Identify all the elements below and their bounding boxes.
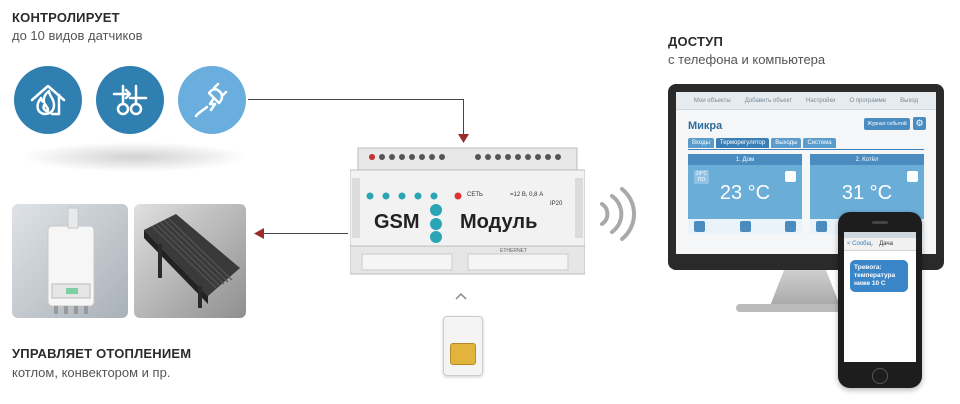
zone-mini-badge: 24°C ПО bbox=[694, 170, 710, 184]
phone-header: < Сообщ. Дача bbox=[844, 238, 916, 251]
module-label: Модуль bbox=[460, 211, 538, 233]
phone-screen: < Сообщ. Дача Тревога: температура ниже … bbox=[844, 232, 916, 362]
tab-inputs[interactable]: Входы bbox=[688, 138, 714, 148]
connector-line bbox=[248, 99, 464, 100]
net-label: СЕТЬ bbox=[467, 192, 483, 198]
contact-name: Дача bbox=[879, 241, 893, 247]
zone-temperature: 23 °C bbox=[719, 182, 771, 204]
monitor-base bbox=[736, 304, 876, 312]
power-icon[interactable] bbox=[785, 221, 796, 232]
sensors-heading: КОНТРОЛИРУЕТ bbox=[12, 10, 120, 25]
chevron-up-icon bbox=[455, 292, 467, 300]
nav-add-object[interactable]: Добавить объект bbox=[744, 97, 793, 104]
thermometers-icon bbox=[96, 66, 164, 134]
chart-icon[interactable] bbox=[907, 171, 918, 182]
zone-footer bbox=[688, 219, 802, 234]
gsm-label: GSM bbox=[374, 211, 420, 233]
chart-icon[interactable] bbox=[785, 171, 796, 182]
sim-chip bbox=[450, 343, 476, 365]
convector-photo bbox=[134, 204, 246, 318]
sms-message: Тревога: температура ниже 10 С bbox=[850, 260, 908, 292]
rating-label: =12 В, 0,8 А bbox=[510, 192, 544, 198]
monitor-stand bbox=[770, 270, 840, 306]
phone: < Сообщ. Дача Тревога: температура ниже … bbox=[838, 212, 922, 388]
zone-card-1: 1. Дом 24°C ПО 23 °C bbox=[688, 154, 802, 234]
sensors-subtext: до 10 видов датчиков bbox=[12, 28, 143, 43]
zone-mini-top: 24°C bbox=[696, 171, 708, 177]
thermometer-icon[interactable] bbox=[694, 221, 705, 232]
zone-temperature: 31 °C bbox=[841, 182, 893, 204]
gsm-module-device: GSM Модуль СЕТЬ =12 В, 0,8 А IP20 ETHERN… bbox=[349, 144, 586, 276]
web-dashboard: Мои объекты Добавить объект Настройки О … bbox=[676, 92, 936, 254]
zone-header: 2. Котёл bbox=[810, 154, 924, 165]
gear-icon[interactable]: ⚙ bbox=[913, 117, 926, 130]
tab-outputs[interactable]: Выходы bbox=[771, 138, 802, 148]
access-subtext: с телефона и компьютера bbox=[668, 52, 826, 67]
wireless-signal-icon bbox=[600, 187, 636, 241]
ethernet-label: ETHERNET bbox=[500, 248, 527, 254]
arrow-down-icon bbox=[458, 134, 469, 143]
phone-speaker bbox=[872, 221, 888, 224]
home-button[interactable] bbox=[872, 368, 888, 384]
zone-header: 1. Дом bbox=[688, 154, 802, 165]
icons-shadow bbox=[20, 142, 250, 172]
heating-heading: УПРАВЛЯЕТ ОТОПЛЕНИЕМ bbox=[12, 346, 192, 361]
access-heading: ДОСТУП bbox=[668, 34, 724, 49]
plug-icon bbox=[178, 66, 246, 134]
ip-label: IP20 bbox=[550, 201, 563, 207]
tab-system[interactable]: Система bbox=[803, 138, 836, 148]
nav-about[interactable]: О программе bbox=[849, 97, 887, 104]
heating-connector-line bbox=[262, 233, 348, 234]
arrow-left-icon bbox=[254, 228, 264, 239]
nav-settings[interactable]: Настройки bbox=[806, 97, 836, 104]
snowflake-icon[interactable] bbox=[740, 221, 751, 232]
tab-divider bbox=[688, 149, 924, 150]
journal-button[interactable]: Журнал событий bbox=[864, 118, 910, 130]
nav-my-objects[interactable]: Мои объекты bbox=[693, 97, 731, 104]
zone-mini-bottom: ПО bbox=[697, 177, 706, 183]
fire-house-icon bbox=[14, 66, 82, 134]
heating-subtext: котлом, конвектором и пр. bbox=[12, 365, 171, 380]
web-nav: Мои объекты Добавить объект Настройки О … bbox=[676, 92, 936, 110]
tab-thermostat[interactable]: Терморегулятор bbox=[715, 138, 770, 148]
connector-line bbox=[463, 99, 464, 139]
nav-logout[interactable]: Выход bbox=[900, 97, 919, 104]
object-title: Микра bbox=[688, 120, 723, 132]
web-tabs: Входы Терморегулятор Выходы Система bbox=[688, 138, 836, 148]
back-button[interactable]: < Сообщ. bbox=[847, 241, 874, 247]
sim-card bbox=[443, 316, 483, 376]
phone-status-bar bbox=[844, 232, 916, 238]
thermometer-icon[interactable] bbox=[816, 221, 827, 232]
boiler-photo bbox=[12, 204, 128, 318]
